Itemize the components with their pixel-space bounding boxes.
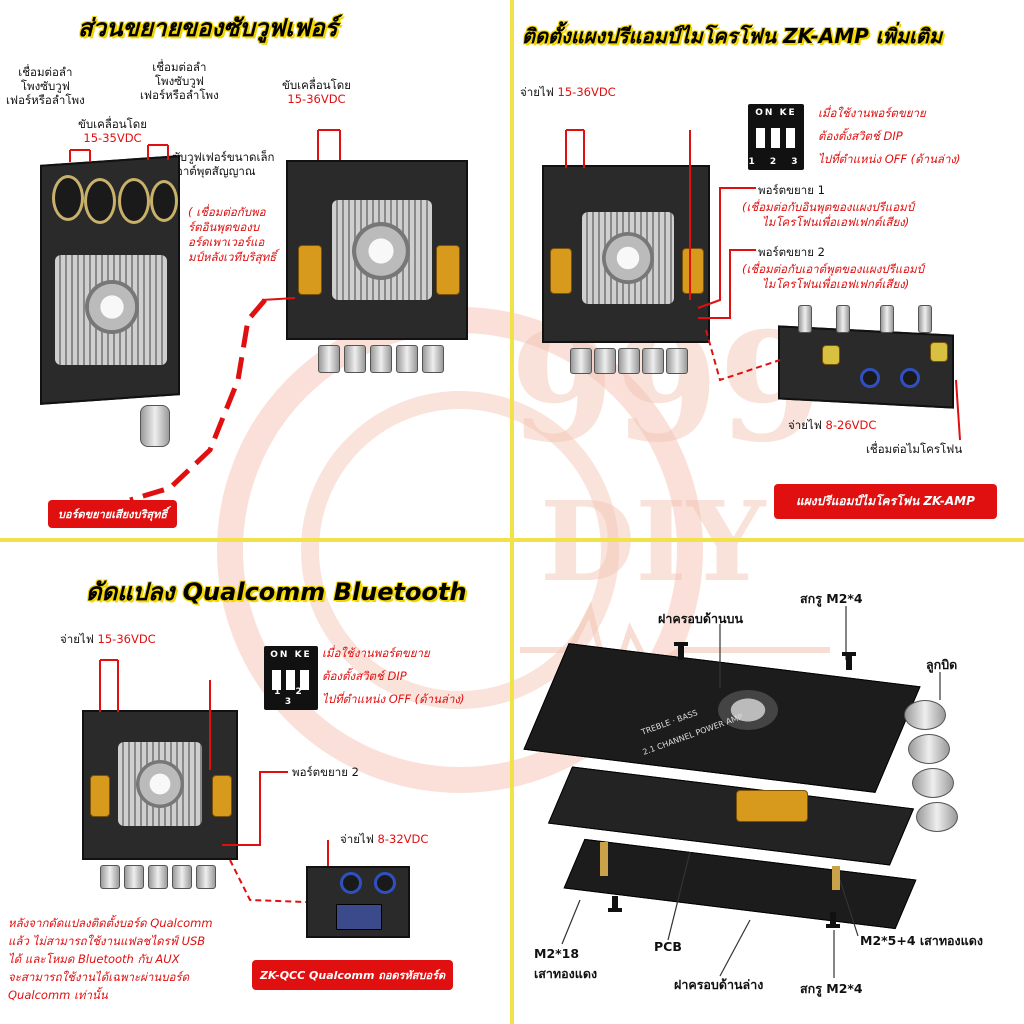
q1-sub-fan [85,280,139,334]
q3-main-knob[interactable] [100,865,120,889]
q4-bottom-cover: ฝาครอบด้านล่าง [674,977,764,992]
q3-title: ดัดแปลง Qualcomm Bluetooth [86,578,467,606]
q4-screw-bottom: สกรู M2*4 [800,981,863,996]
q3-dip-switch[interactable]: ON KE 1 2 3 [264,646,318,710]
q2-preamp-knob[interactable] [836,305,850,333]
q2-main-fan [602,232,654,284]
q1-main-knob[interactable] [370,345,392,373]
q1-main-capacitor [298,245,322,295]
q1-main-knob[interactable] [422,345,444,373]
q3-badge: ZK-QCC Qualcomm ถอดรหัสบอร์ด [252,960,454,990]
q2-main-knob[interactable] [642,348,664,374]
q4-m2-5: M2*5+4 เสาทองแดง [860,933,983,948]
q2-port2-note: (เชื่อมต่อกับเอาต์พุตของแผงปรีแอมป์ไมโคร… [742,262,924,291]
q3-main-fan [136,760,184,808]
q2-main-knob[interactable] [666,348,688,374]
q2-preamp-cap [860,368,880,388]
q4-pcb-label: PCB [654,939,682,954]
q1-main-knob[interactable] [344,345,366,373]
q2-dip-switch[interactable]: ON KE 1 2 3 [748,104,804,170]
q4-knob[interactable] [912,768,954,798]
q1-label-connect-b: เชื่อมต่อลำโพงซับวูฟเฟอร์หรือลำโพง [140,60,219,102]
q4-top-cover: ฝาครอบด้านบน [658,611,744,626]
q3-main-knob[interactable] [172,865,192,889]
q3-dip-top: ON KE [270,650,312,660]
q1-main-knob[interactable] [318,345,340,373]
q3-qcc-cap [374,872,396,894]
q2-mic-label: เชื่อมต่อไมโครโฟน [866,442,963,456]
q2-main-capacitor [682,248,704,294]
q1-capacitor [84,178,116,224]
q2-preamp-knob[interactable] [798,305,812,333]
q1-capacitor [150,180,178,222]
q2-preamp-knob[interactable] [880,305,894,333]
q1-red-note: ( เชื่อมต่อกับพอร์ตอินพุตของบอร์ดเพาเวอร… [188,205,277,264]
q2-port1: พอร์ตขยาย 1 [758,183,825,197]
q2-port2: พอร์ตขยาย 2 [758,245,825,259]
q1-label-small-sub: ซับวูฟเฟอร์ขนาดเล็กเอาต์พุตสัญญาณ [172,150,275,178]
q1-capacitor [118,178,150,224]
q3-main-capacitor [212,775,232,817]
q2-preamp-cap [900,368,920,388]
q4-knob-label: ลูกบิด [926,657,958,672]
q1-label-connect-a: เชื่อมต่อลำโพงซับวูฟเฟอร์หรือลำโพง [6,65,85,107]
q2-dip-top: ON KE [755,108,797,118]
q2-dip-bottom: 1 2 3 [748,157,804,167]
q2-power2: จ่ายไฟ 8-26VDC [788,418,877,432]
q3-dip-bottom: 1 2 3 [274,687,308,707]
q4-pcb-cap [736,790,808,822]
divider-horizontal [0,538,1024,542]
q2-badge: แผงปรีแอมป์ไมโครโฟน ZK-AMP [774,484,997,519]
q1-badge: บอร์ดขยายเสียงบริสุทธิ์ [48,500,178,528]
q3-port2: พอร์ตขยาย 2 [292,765,359,779]
q1-main-fan [352,222,410,280]
q2-main-knob[interactable] [594,348,616,374]
q4-knob[interactable] [904,700,946,730]
q1-title: ส่วนขยายของซับวูฟเฟอร์ [78,14,338,42]
q2-power-label: จ่ายไฟ 15-36VDC [520,85,616,99]
q2-title: ติดตั้งแผงปรีแอมป์ไมโครโฟน ZK-AMP เพิ่มเ… [522,24,943,48]
q1-capacitor [52,175,84,221]
q2-preamp-cap [822,345,840,365]
q2-port1-note: (เชื่อมต่อกับอินพุตของแผงปรีแอมป์ไมโครโฟ… [742,200,914,229]
q1-main-knob[interactable] [396,345,418,373]
q2-preamp-knob[interactable] [918,305,932,333]
q2-preamp-board [778,325,954,409]
q1-main-capacitor [436,245,460,295]
q3-main-knob[interactable] [124,865,144,889]
q3-main-knob[interactable] [196,865,216,889]
q2-main-knob[interactable] [570,348,592,374]
q4-knob[interactable] [916,802,958,832]
q4-screw-top: สกรู M2*4 [800,591,863,606]
q3-qcc-module [336,904,382,930]
q1-sub-knob[interactable] [140,405,170,447]
q3-power-label: จ่ายไฟ 15-36VDC [60,632,156,646]
q2-preamp-cap [930,342,948,362]
q4-knob[interactable] [908,734,950,764]
q3-main-capacitor [90,775,110,817]
q2-main-knob[interactable] [618,348,640,374]
q3-qcc-cap [340,872,362,894]
divider-vertical [510,0,514,1024]
q4-fan-hole [718,690,778,730]
q3-main-knob[interactable] [148,865,168,889]
q2-main-capacitor [550,248,572,294]
q3-power2: จ่ายไฟ 8-32VDC [340,832,429,846]
